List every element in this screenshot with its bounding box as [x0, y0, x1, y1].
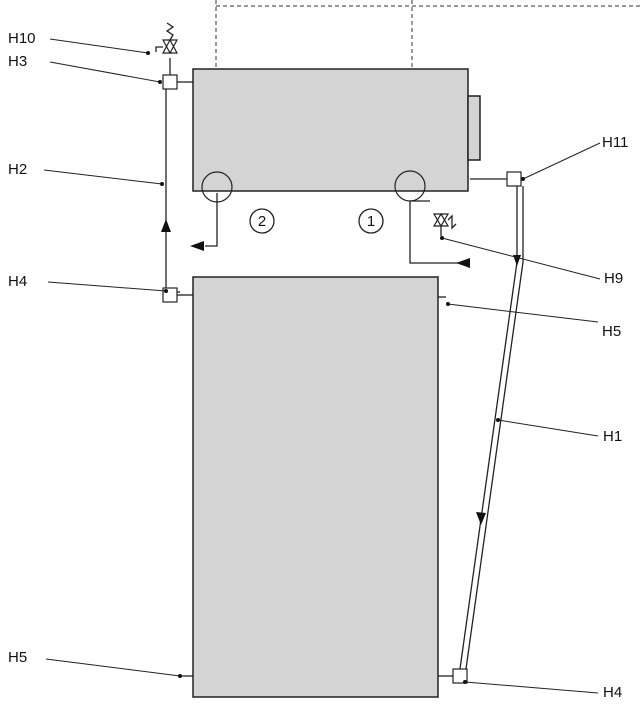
label-h1: H1: [603, 428, 622, 445]
label-h2: H2: [8, 161, 27, 178]
leader-lines: [43, 38, 601, 694]
unit-side-panel: [467, 95, 481, 161]
up-arrow: [161, 219, 171, 232]
marker-2-text: 2: [258, 213, 266, 230]
outlet-pipe-2: [190, 193, 218, 251]
label-h3: H3: [8, 53, 27, 70]
left-supply-pipe: [161, 58, 193, 303]
marker-2: 2: [249, 208, 275, 234]
right-return-pipe: [438, 171, 524, 684]
label-h5-right: H5: [602, 323, 621, 340]
label-h9: H9: [604, 270, 623, 287]
down-arrow-lower: [476, 512, 486, 525]
relief-valve-icon: [155, 22, 179, 55]
heat-pump-unit: [192, 68, 469, 192]
marker-1-text: 1: [367, 213, 375, 230]
label-h5-left: H5: [8, 649, 27, 666]
marker-1: 1: [358, 208, 384, 234]
safety-valve-icon: [432, 212, 457, 236]
inlet-pipe-1: [409, 200, 470, 268]
label-h4-right: H4: [603, 684, 622, 701]
label-h10: H10: [8, 30, 36, 47]
storage-tank: [192, 276, 439, 698]
label-h11: H11: [602, 134, 628, 151]
label-h4-left: H4: [8, 273, 27, 290]
